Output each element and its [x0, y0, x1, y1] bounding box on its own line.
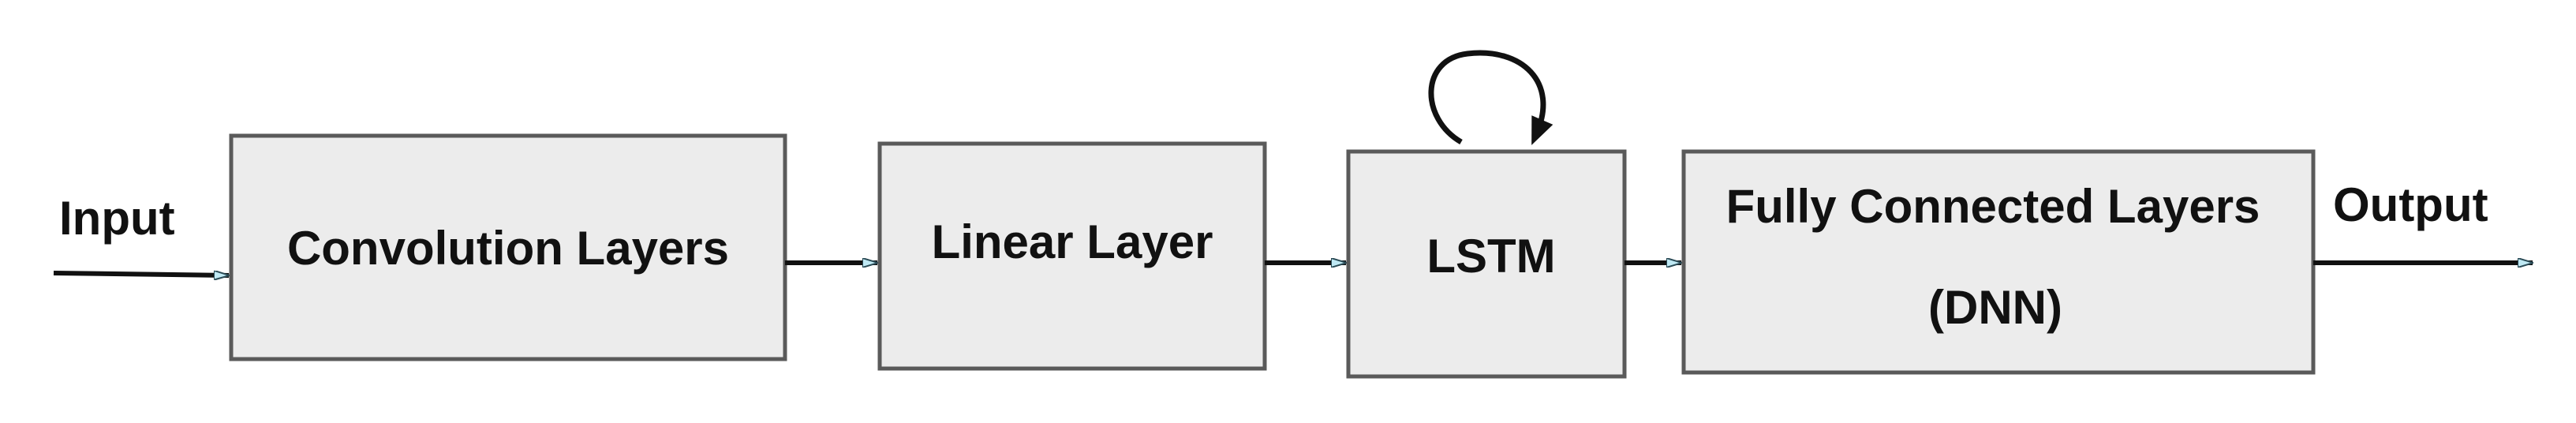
dnn-label-line2: (DNN)	[1928, 281, 2062, 334]
input-label: Input	[59, 192, 175, 245]
convolution-layers-label: Convolution Layers	[287, 222, 729, 275]
dnn-block: Fully Connected Layers (DNN)	[1681, 149, 2316, 375]
input-arrow	[53, 273, 229, 275]
lstm-self-loop-arrow	[1428, 50, 1553, 145]
lstm-block: LSTM	[1346, 149, 1627, 379]
convolution-layers-block: Convolution Layers	[229, 133, 787, 361]
dnn-label-line1: Fully Connected Layers	[1726, 180, 2260, 233]
output-label: Output	[2333, 178, 2488, 231]
linear-layer-block: Linear Layer	[877, 141, 1267, 371]
linear-layer-label: Linear Layer	[932, 215, 1213, 268]
lstm-label: LSTM	[1426, 230, 1555, 283]
